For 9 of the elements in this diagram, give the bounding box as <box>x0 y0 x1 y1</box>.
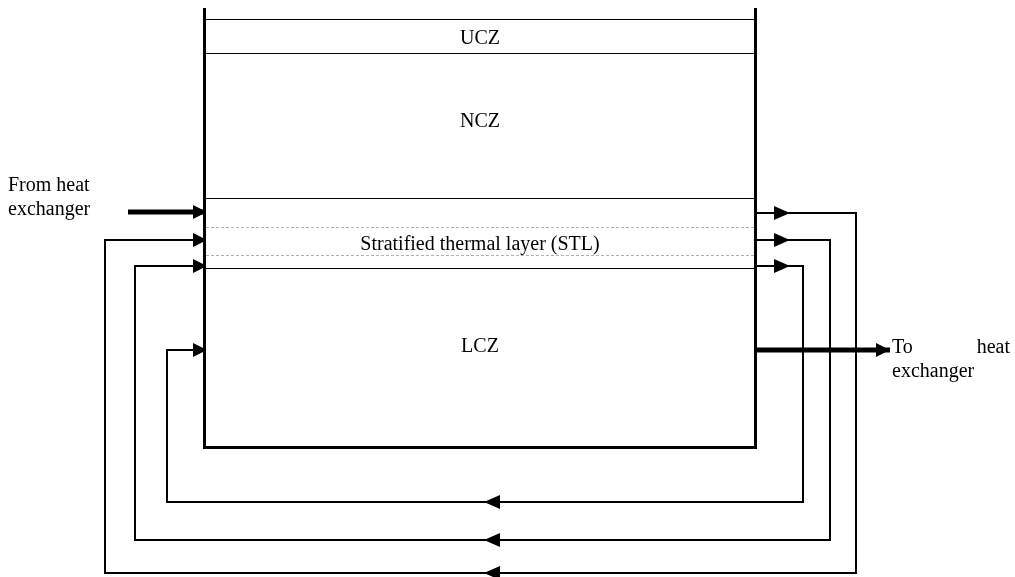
zone-label: NCZ <box>460 108 500 132</box>
pond-tank <box>203 8 757 449</box>
zone-label: UCZ <box>460 24 500 49</box>
zone-label: LCZ <box>461 333 499 357</box>
zone-label: Stratified thermal layer (STL) <box>360 231 600 255</box>
zone-label: To heat exchanger <box>892 334 1010 382</box>
zone-label: From heat exchanger <box>8 172 92 220</box>
zone-layer <box>206 198 754 269</box>
zone-layer <box>206 19 754 54</box>
